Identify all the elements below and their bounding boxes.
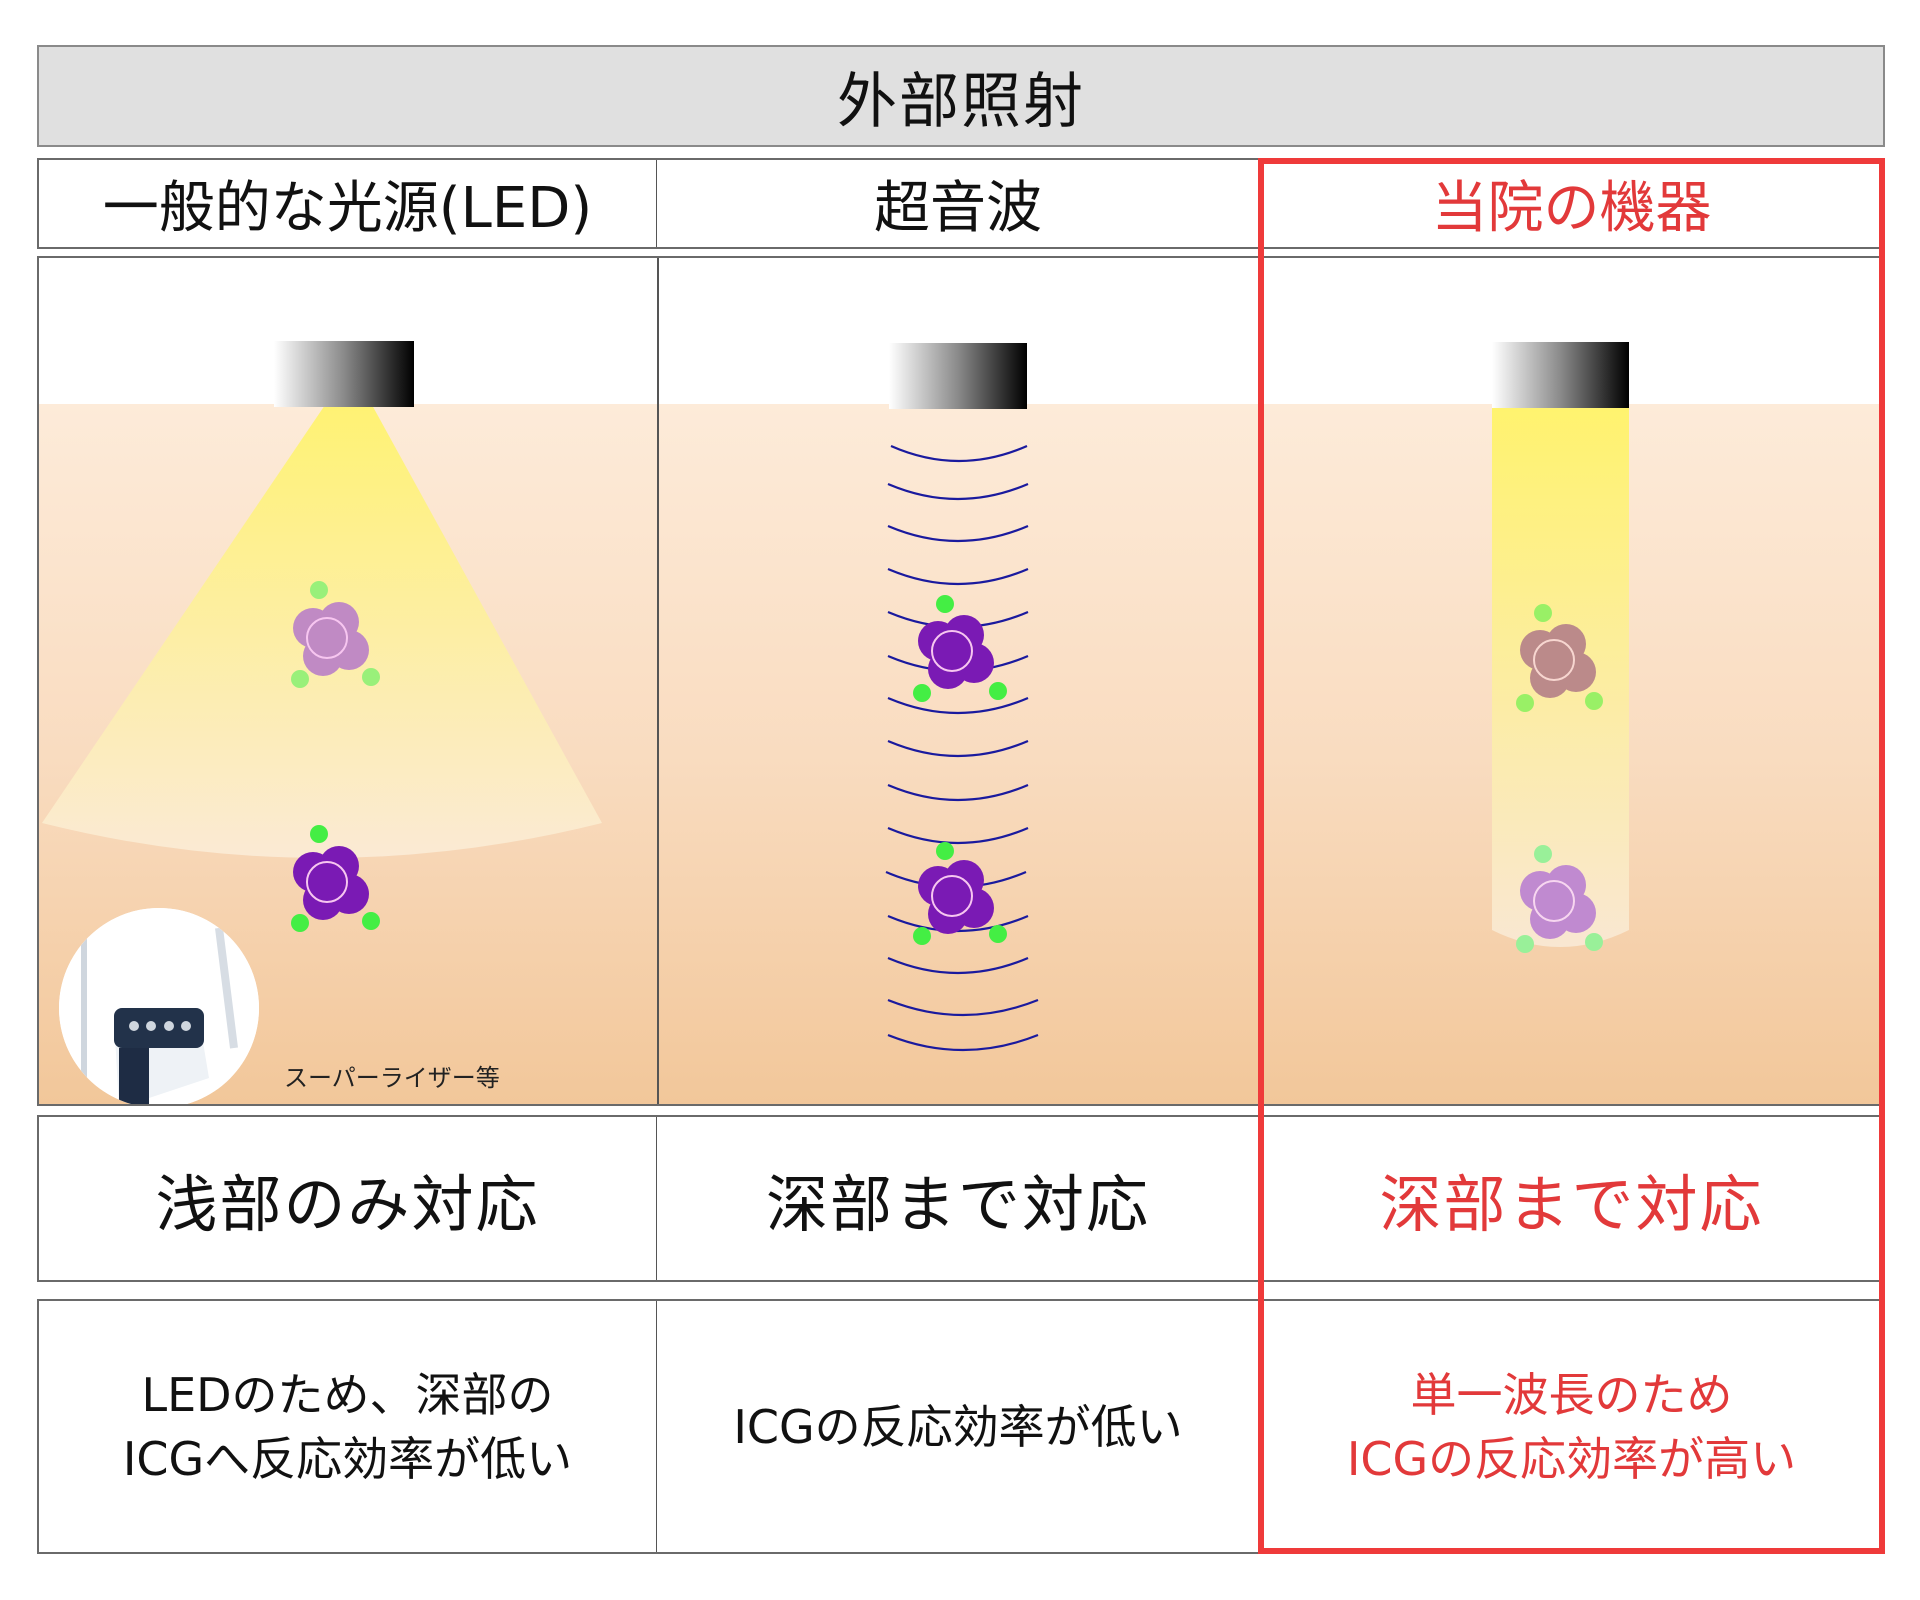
header-row: 一般的な光源(LED) 超音波 当院の機器 [37,158,1885,249]
header-ultrasound: 超音波 [657,160,1260,247]
illustration-row: スーパーライザー等 [37,256,1885,1106]
shallow-cell [913,595,1007,702]
shallow-cell [1516,604,1603,712]
description-led: LEDのため、深部の ICGへ反応効率が低い [39,1301,657,1552]
led-probe [274,341,414,407]
column-divider [657,258,659,1104]
depth-our-device-text: 深部まで対応 [1379,1167,1764,1241]
ultrasound-illustration [885,343,1039,1052]
description-our-device: 単一波長のため ICGの反応効率が高い [1260,1301,1883,1552]
depth-ultrasound-text: 深部まで対応 [765,1167,1150,1241]
ultrasound-waves [885,444,1039,1052]
device-caption: スーパーライザー等 [284,1064,500,1092]
title-text: 外部照射 [837,66,1085,137]
header-led: 一般的な光源(LED) [39,160,657,247]
header-ultrasound-label: 超音波 [874,176,1042,241]
deep-cell [913,842,1007,945]
description-led-line-2: ICGへ反応効率が低い [122,1431,573,1486]
shallow-cell [291,581,380,688]
depth-row: 浅部のみ対応 深部まで対応 深部まで対応 [37,1115,1885,1282]
depth-ultrasound: 深部まで対応 [657,1117,1260,1280]
our-device-illustration [1492,342,1629,953]
depth-our-device: 深部まで対応 [1260,1117,1883,1280]
diagram-title: 外部照射 [37,45,1885,147]
description-our-device-line-2: ICGの反応効率が高い [1346,1431,1797,1486]
device-photo [59,908,259,1104]
deep-cell [291,825,380,932]
ultrasound-probe [889,343,1027,409]
description-our-device-line-1: 単一波長のため [1410,1367,1733,1422]
header-our-device: 当院の機器 [1260,160,1883,247]
description-ultrasound: ICGの反応効率が低い [657,1301,1260,1552]
depth-led-text: 浅部のみ対応 [155,1167,540,1241]
deep-cell [1516,845,1603,953]
led-illustration [42,341,602,932]
header-led-label: 一般的な光源(LED) [102,176,593,241]
description-led-line-1: LEDのため、深部の [141,1367,554,1422]
our-device-probe [1492,342,1629,408]
description-ultrasound-line-1: ICGの反応効率が低い [733,1399,1183,1454]
depth-led: 浅部のみ対応 [39,1117,657,1280]
header-our-device-label: 当院の機器 [1431,176,1712,241]
illustration-svg [42,341,1629,1052]
device-photo-illustration [59,908,259,1104]
description-row: LEDのため、深部の ICGへ反応効率が低い ICGの反応効率が低い 単一波長の… [37,1299,1885,1554]
